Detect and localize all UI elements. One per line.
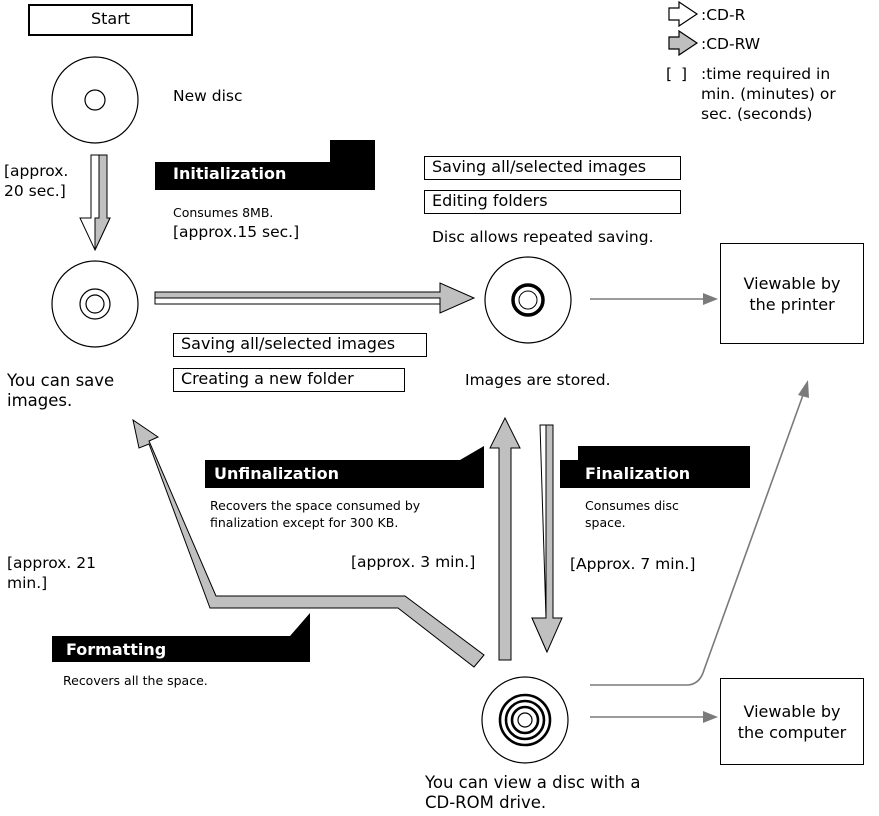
new-disc-time-1: [approx. (4, 162, 69, 180)
computer-box-line-2: the computer (737, 722, 847, 742)
save-disc-caption-1: You can save (7, 371, 115, 390)
legend-cd-r-label: :CD-R (701, 6, 746, 24)
new-disc-time-2: 20 sec.] (4, 182, 66, 200)
unfinalization-desc-2: finalization except for 300 KB. (210, 515, 399, 530)
save-arrow (154, 282, 476, 314)
unfinalization-arrow (489, 416, 521, 661)
finalization-arrow (531, 424, 563, 654)
formatting-title: Formatting (66, 640, 167, 659)
finalization-time: [Approx. 7 min.] (570, 555, 696, 573)
final-to-printer-arrowhead (798, 380, 809, 398)
save-disc (51, 260, 139, 348)
final-to-printer-line (590, 394, 804, 686)
stored-disc-caption: Images are stored. (465, 371, 611, 389)
start-box: Start (28, 4, 193, 36)
initialization-arrow (79, 154, 111, 252)
legend-bracket-symbol: [ ] (666, 65, 688, 83)
printer-box-line-1: Viewable by (743, 273, 841, 293)
stored-op-1: Saving all/selected images (424, 156, 681, 180)
final-to-computer-arrowhead (703, 711, 718, 723)
new-disc-label: New disc (173, 87, 243, 105)
unfinalization-banner (205, 446, 484, 488)
initialization-title: Initialization (173, 164, 287, 183)
legend-cd-rw-arrow (668, 29, 699, 57)
stored-to-printer-arrowhead (703, 293, 718, 305)
finalization-desc-1: Consumes disc (585, 498, 679, 513)
printer-box-line-2: the printer (749, 294, 835, 314)
stored-disc-note: Disc allows repeated saving. (432, 228, 654, 246)
initialization-desc: Consumes 8MB. (173, 205, 274, 220)
formatting-desc: Recovers all the space. (63, 673, 208, 688)
legend-cd-r-arrow (668, 0, 699, 28)
legend-cd-rw-label: :CD-RW (701, 35, 761, 53)
new-disc (51, 56, 139, 144)
finalization-title: Finalization (585, 464, 691, 483)
save-op-2: Creating a new folder (173, 368, 405, 392)
finalization-desc-2: space. (585, 515, 626, 530)
initialization-time: [approx.15 sec.] (173, 223, 300, 241)
save-disc-caption-2: images. (7, 391, 73, 410)
legend-bracket-text-3: sec. (seconds) (701, 105, 813, 123)
unfinalization-title: Unfinalization (214, 464, 340, 483)
legend-bracket-text-2: min. (minutes) or (701, 85, 836, 103)
formatting-arrow (132, 418, 485, 668)
save-op-1: Saving all/selected images (173, 333, 427, 357)
final-disc (481, 676, 569, 764)
final-disc-caption-2: CD-ROM drive. (425, 793, 547, 812)
formatting-banner (52, 613, 310, 662)
legend-bracket-text-1: :time required in (701, 65, 831, 83)
stored-op-2: Editing folders (424, 190, 681, 214)
unfinalization-desc-1: Recovers the space consumed by (210, 498, 421, 513)
formatting-time-1: [approx. 21 (7, 554, 97, 572)
formatting-time-2: min.] (7, 574, 48, 592)
stored-disc (484, 256, 572, 344)
computer-box-line-1: Viewable by (743, 701, 841, 721)
initialization-banner (155, 140, 375, 190)
unfinalization-time: [approx. 3 min.] (351, 553, 476, 571)
final-disc-caption-1: You can view a disc with a (425, 773, 641, 792)
finalization-banner (560, 446, 750, 488)
